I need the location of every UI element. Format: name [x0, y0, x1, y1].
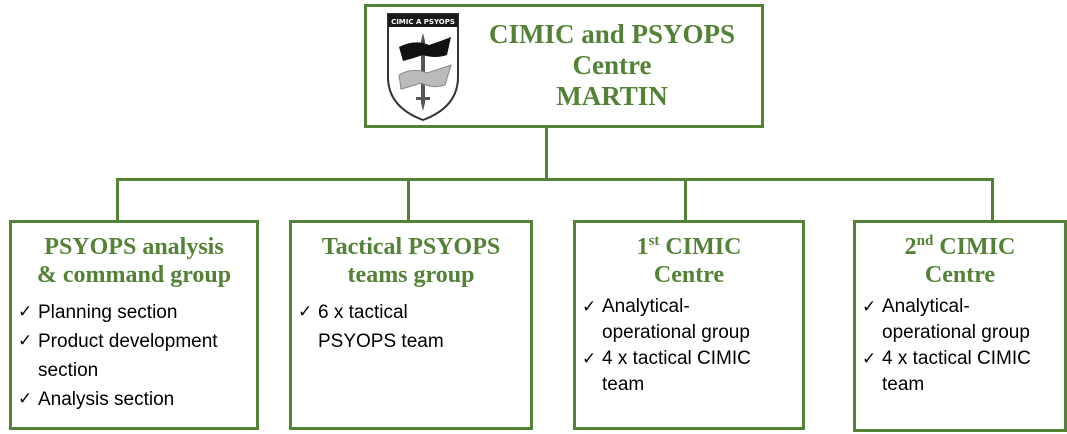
shield-crest-icon: CIMIC A PSYOPS [387, 13, 459, 122]
connector-top-vertical [545, 128, 548, 180]
top-title-line1: CIMIC and PSYOPS [488, 19, 736, 49]
unit-title-line2: Centre [924, 262, 996, 289]
list-item: Product development section [12, 327, 256, 385]
unit-box-tactical-psyops: Tactical PSYOPS teams group 6 x tactical… [289, 220, 533, 430]
unit-item-list: 6 x tactical PSYOPS team [292, 298, 530, 356]
emblem-text: CIMIC A PSYOPS [391, 18, 455, 26]
unit-title-line1: 2nd CIMIC [856, 233, 1064, 261]
top-title-line3: MARTIN [556, 81, 668, 111]
list-item: Planning section [12, 298, 256, 327]
top-unit-title: CIMIC and PSYOPS Centre MARTIN [467, 19, 757, 112]
unit-box-psyops-analysis: PSYOPS analysis & command group Planning… [9, 220, 259, 430]
unit-title: Tactical PSYOPS teams group [292, 233, 530, 290]
unit-title-ordinal: st [648, 233, 660, 249]
unit-title-rest: CIMIC [659, 234, 742, 260]
unit-title: PSYOPS analysis & command group [12, 233, 256, 290]
unit-item-list: Analytical-operational group 4 x tactica… [856, 294, 1064, 398]
unit-title-rest: CIMIC [933, 234, 1016, 260]
unit-title-line2: teams group [347, 262, 475, 289]
unit-title: 1st CIMIC Centre [576, 233, 802, 290]
list-item: 4 x tactical CIMIC team [856, 346, 1064, 398]
unit-title-line2: Centre [653, 262, 725, 289]
unit-item-list: Analytical-operational group 4 x tactica… [576, 294, 802, 398]
connector-drop-3 [684, 178, 687, 220]
unit-title: 2nd CIMIC Centre [856, 233, 1064, 290]
list-item: 4 x tactical CIMIC team [576, 346, 802, 398]
connector-drop-1 [116, 178, 119, 220]
top-title-line2: Centre [572, 50, 652, 80]
unit-box-2nd-cimic: 2nd CIMIC Centre Analytical-operational … [853, 220, 1067, 432]
unit-title-line1: 1st CIMIC [576, 233, 802, 261]
list-item: Analytical-operational group [856, 294, 1064, 346]
connector-drop-2 [407, 178, 410, 220]
unit-title-line2: & command group [36, 262, 232, 289]
unit-title-line1: Tactical PSYOPS [321, 234, 501, 260]
connector-drop-4 [991, 178, 994, 220]
unit-item-list: Planning section Product development sec… [12, 298, 256, 414]
list-item: 6 x tactical PSYOPS team [292, 298, 530, 356]
list-item: Analytical-operational group [576, 294, 802, 346]
unit-title-number: 2 [904, 234, 917, 260]
list-item: Analysis section [12, 385, 256, 414]
unit-title-ordinal: nd [916, 233, 934, 249]
connector-horizontal [116, 178, 993, 181]
unit-title-number: 1 [636, 234, 649, 260]
top-unit-box: CIMIC A PSYOPS CIMIC and PSYOPS Centre M… [364, 4, 764, 128]
unit-box-1st-cimic: 1st CIMIC Centre Analytical-operational … [573, 220, 805, 430]
unit-title-line1: PSYOPS analysis [44, 234, 224, 260]
